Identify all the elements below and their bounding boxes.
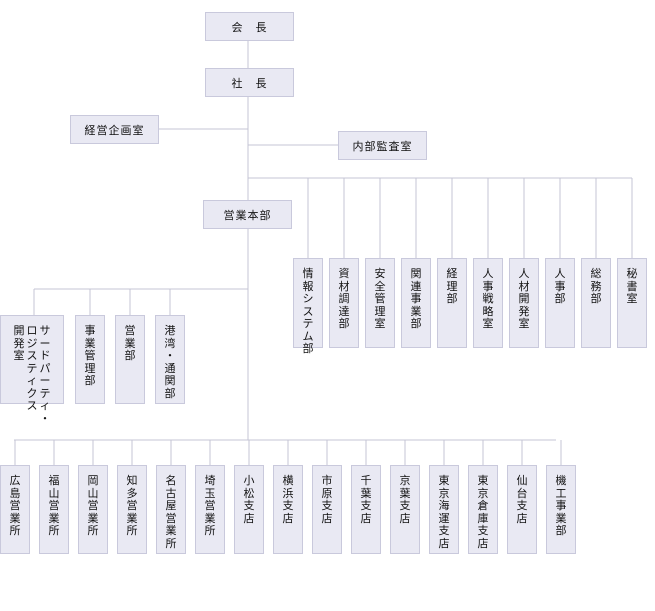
- box-label: 秘書室: [626, 267, 638, 305]
- box-label: 東京海運支店: [438, 474, 450, 550]
- branch-box: 福山営業所: [39, 465, 69, 554]
- box-label: 安全管理室: [374, 267, 386, 330]
- branch-box: 京葉支店: [390, 465, 420, 554]
- branch-box: 仙台支店: [507, 465, 537, 554]
- box-label: 名古屋営業所: [165, 474, 177, 550]
- branch-box: 機工事業部: [546, 465, 576, 554]
- sales-dept-box: サードパーティ・ロジスティクス開発室: [0, 315, 64, 425]
- staff-dept-box: 総務部: [581, 258, 611, 348]
- sales-dept-box: 営業部: [115, 315, 145, 404]
- staff-dept-box: 資材調達部: [329, 258, 359, 348]
- planning-office-label: 経営企画室: [84, 123, 145, 137]
- branch-box: 埼玉営業所: [195, 465, 225, 554]
- box-label: 東京倉庫支店: [477, 474, 489, 550]
- branch-box: 岡山営業所: [78, 465, 108, 554]
- sales-hq-box: 営業本部: [203, 200, 292, 229]
- box-label: 福山営業所: [48, 474, 60, 537]
- branch-box: 小松支店: [234, 465, 264, 554]
- sales-dept-box: 事業管理部: [75, 315, 105, 404]
- branch-box: 東京海運支店: [429, 465, 459, 554]
- staff-dept-box: 人事部: [545, 258, 575, 348]
- branch-box: 名古屋営業所: [156, 465, 186, 554]
- sales-hq-label: 営業本部: [223, 208, 272, 222]
- box-label: 仙台支店: [516, 474, 528, 525]
- box-label: 知多営業所: [126, 474, 138, 537]
- branch-box: 横浜支店: [273, 465, 303, 554]
- president-label: 社 長: [231, 76, 268, 90]
- box-label: 広島営業所: [9, 474, 21, 537]
- box-label: 千葉支店: [360, 474, 372, 525]
- planning-office-box: 経営企画室: [70, 115, 159, 144]
- box-label: 人事部: [554, 267, 566, 305]
- box-label: 京葉支店: [399, 474, 411, 525]
- box-label: 開発室: [13, 324, 25, 362]
- box-label: 市原支店: [321, 474, 333, 525]
- branch-box: 市原支店: [312, 465, 342, 554]
- internal-audit-box: 内部監査室: [338, 131, 427, 160]
- box-label: 人材開発室: [518, 267, 530, 330]
- branch-box: 知多営業所: [117, 465, 147, 554]
- staff-dept-box: 安全管理室: [365, 258, 395, 348]
- box-label: 経理部: [446, 267, 458, 305]
- chairman-box: 会 長: [205, 12, 294, 41]
- president-box: 社 長: [205, 68, 294, 97]
- box-label: 総務部: [590, 267, 602, 305]
- box-label: 営業部: [124, 324, 136, 362]
- branch-box: 広島営業所: [0, 465, 30, 554]
- box-label: 関連事業部: [410, 267, 422, 330]
- box-label: サードパーティ・: [39, 324, 51, 425]
- sales-dept-box: 港湾・通関部: [155, 315, 185, 404]
- box-label: 機工事業部: [555, 474, 567, 537]
- box-label: 資材調達部: [338, 267, 350, 330]
- box-label: ロジスティクス: [26, 324, 38, 412]
- box-label: 事業管理部: [84, 324, 96, 387]
- staff-dept-box: 情報システム部: [293, 258, 323, 355]
- internal-audit-label: 内部監査室: [352, 139, 413, 153]
- chairman-label: 会 長: [231, 20, 268, 34]
- box-label: 情報システム部: [302, 267, 314, 355]
- box-label: 港湾・通関部: [164, 324, 176, 400]
- box-label: 岡山営業所: [87, 474, 99, 537]
- box-label: 小松支店: [243, 474, 255, 525]
- box-label: 埼玉営業所: [204, 474, 216, 537]
- staff-dept-box: 人材開発室: [509, 258, 539, 348]
- branch-box: 東京倉庫支店: [468, 465, 498, 554]
- staff-dept-box: 人事戦略室: [473, 258, 503, 348]
- staff-dept-box: 経理部: [437, 258, 467, 348]
- box-label: 横浜支店: [282, 474, 294, 525]
- staff-dept-box: 秘書室: [617, 258, 647, 348]
- staff-dept-box: 関連事業部: [401, 258, 431, 348]
- branch-box: 千葉支店: [351, 465, 381, 554]
- box-label: 人事戦略室: [482, 267, 494, 330]
